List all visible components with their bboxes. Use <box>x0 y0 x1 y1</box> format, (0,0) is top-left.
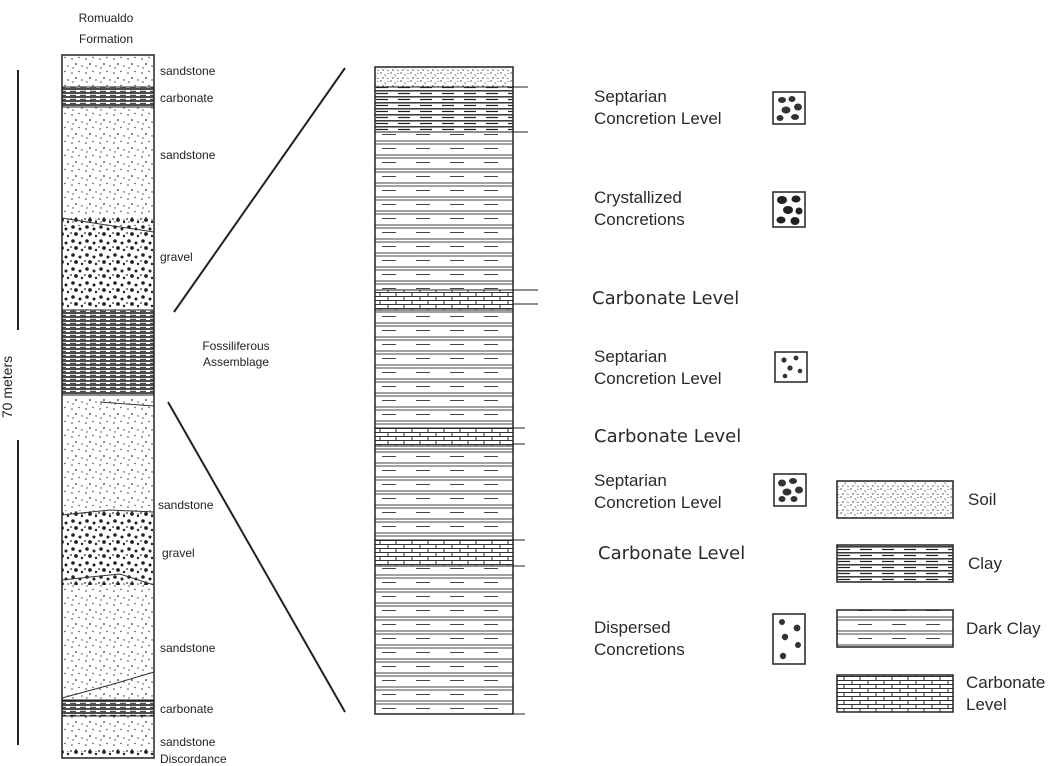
layer-label: gravel <box>160 250 193 264</box>
layer-label: sandstone <box>160 64 216 78</box>
level-label: Carbonate Level <box>598 543 745 564</box>
legend-swatch-carbonate <box>836 674 954 713</box>
legend-label-line2: Level <box>966 695 1007 714</box>
assemblage-label-line2: Assemblage <box>203 355 269 369</box>
level-label-line1: Dispersed <box>594 618 671 637</box>
layer-label: gravel <box>162 546 195 560</box>
layer-label: carbonate <box>160 702 214 716</box>
layer-label: carbonate <box>160 91 214 105</box>
layer-label: sandstone <box>158 498 214 512</box>
formation-column <box>61 54 155 759</box>
level-label-line2: Concretion Level <box>594 109 722 128</box>
scale-label: 70 meters <box>0 356 15 418</box>
layer-label: sandstone <box>160 148 216 162</box>
legend-label: Soil <box>968 490 996 509</box>
level-label: Carbonate Level <box>594 426 741 447</box>
layer-gravel <box>62 510 154 585</box>
connector-line-bottom <box>167 401 346 713</box>
level-label-line1: Septarian <box>594 471 667 490</box>
layer-label: sandstone <box>160 735 216 749</box>
layer-sandstone <box>62 55 154 87</box>
column-title-line1: Romualdo <box>79 11 134 25</box>
legend-label-line1: Carbonate <box>966 673 1045 692</box>
crystallized-concretion-symbol <box>772 191 806 228</box>
dispersed-concretion-symbol <box>772 613 806 665</box>
assemblage-label-line1: Fossiliferous <box>202 339 269 353</box>
column-title-line2: Formation <box>79 32 133 46</box>
connector-line-top <box>173 67 346 313</box>
level-label-line2: Concretion Level <box>594 493 722 512</box>
legend-swatch-clay <box>836 544 954 583</box>
septarian-concretion-symbol <box>773 473 807 507</box>
layer-gravel <box>62 218 154 310</box>
layer-sandstone <box>62 578 154 700</box>
layer-sandstone <box>62 395 154 515</box>
legend-swatch-dark-clay <box>836 609 954 648</box>
layer-sandstone <box>62 716 154 752</box>
layer-sandstone <box>62 107 154 227</box>
layer-label: sandstone <box>160 641 216 655</box>
layer-carbonate <box>62 700 154 716</box>
discordance-label: Discordance <box>160 752 227 766</box>
level-label-line1: Septarian <box>594 347 667 366</box>
detailed-column <box>374 66 538 715</box>
level-label-line1: Septarian <box>594 87 667 106</box>
layer-clay-sequence <box>62 310 154 395</box>
legend-label: Clay <box>968 554 1003 573</box>
level-label: Carbonate Level <box>592 288 739 309</box>
layer-carbonate <box>62 87 154 107</box>
septarian-concretion-symbol <box>772 91 806 125</box>
layer-discordance <box>62 750 154 758</box>
legend-swatch-soil <box>836 480 954 519</box>
level-label-line1: Crystallized <box>594 188 682 207</box>
level-label-line2: Concretions <box>594 640 685 659</box>
level-label-line2: Concretion Level <box>594 369 722 388</box>
level-label-line2: Concretions <box>594 210 685 229</box>
legend-label: Dark Clay <box>966 619 1041 638</box>
septarian-concretion-symbol <box>774 351 808 383</box>
legend: Soil Clay Dark Clay Carbonate Level <box>836 480 1045 714</box>
